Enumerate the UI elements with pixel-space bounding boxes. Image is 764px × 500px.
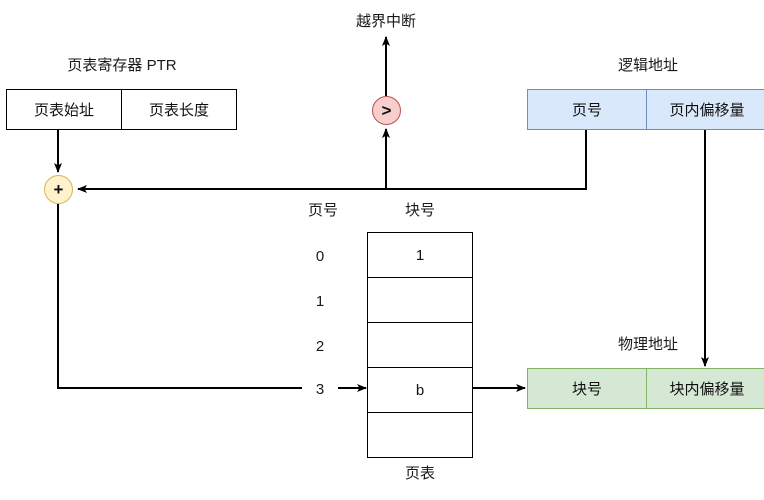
page-number-column-label: 页号: [307, 202, 338, 219]
page-table-row: [368, 413, 472, 457]
logical-address-box: 页号 页内偏移量: [527, 89, 764, 130]
logical-page-number-field: 页号: [528, 90, 647, 129]
logical-address-title: 逻辑地址: [617, 57, 678, 74]
page-table-row: [368, 278, 472, 323]
page-index-label-2: 2: [315, 338, 325, 355]
page-table-register-box: 页表始址 页表长度: [6, 89, 237, 130]
page-table-row: [368, 323, 472, 368]
page-table-row: 1: [368, 233, 472, 278]
physical-block-offset-field: 块内偏移量: [669, 381, 745, 398]
page-index-label-1: 1: [315, 293, 325, 310]
logical-page-offset-field: 页内偏移量: [669, 102, 745, 119]
wire-adder-to-entry3: [57, 204, 302, 389]
page-index-label-3: 3: [315, 381, 325, 398]
page-table-row: b: [368, 368, 472, 413]
ptr-length-field: 页表长度: [148, 102, 209, 119]
page-index-label-0: 0: [315, 248, 325, 265]
out-of-bounds-interrupt-label: 越界中断: [355, 13, 416, 30]
comparator-operator: >: [372, 96, 401, 125]
wire-pageno-to-adder: [77, 130, 587, 193]
adder-operator: +: [44, 175, 73, 204]
page-table-caption: 页表: [404, 465, 435, 482]
block-number-column-label: 块号: [404, 202, 435, 219]
ptr-base-address-field: 页表始址: [7, 90, 122, 129]
physical-address-box: 块号 块内偏移量: [527, 368, 764, 409]
ptr-register-title: 页表寄存器 PTR: [67, 57, 177, 74]
physical-address-title: 物理地址: [617, 336, 678, 353]
physical-block-number-field: 块号: [528, 369, 647, 408]
page-table: 1 b: [367, 232, 473, 458]
